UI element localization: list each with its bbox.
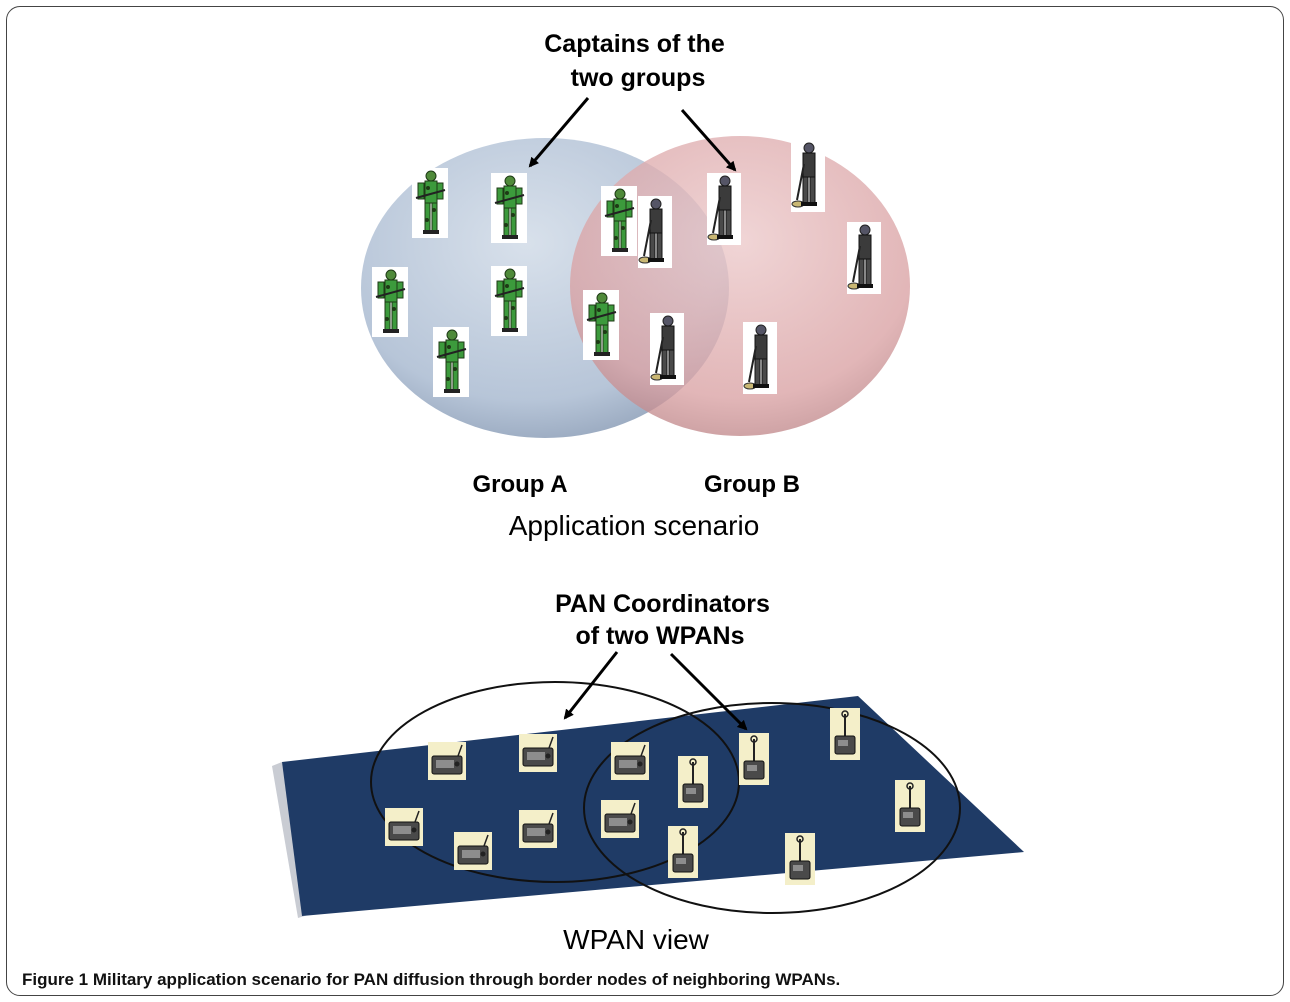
wpan-b-boundary	[583, 702, 961, 914]
radio-transceiver-icon	[427, 741, 467, 781]
application-scenario: Captains of the two groups Group A Group…	[361, 30, 910, 541]
coordinators-label-line-1: PAN Coordinators	[555, 590, 770, 618]
captain-arrow-a	[528, 97, 590, 168]
radio-transceiver-icon	[600, 799, 640, 839]
radio-transceiver-icon	[518, 733, 558, 773]
radio-transceiver-icon	[518, 809, 558, 849]
wpan-view: PAN Coordinators of two WPANs WPAN view	[272, 590, 1024, 955]
detector-sensor-icon	[829, 707, 861, 761]
coordinator-arrow-b	[669, 652, 748, 731]
captains-label: Captains of the two groups	[544, 30, 732, 92]
soldier-metal-detector-icon	[742, 321, 778, 395]
radio-transceiver-icon	[384, 807, 424, 847]
soldier-camouflage-icon	[371, 266, 409, 338]
soldier-camouflage-icon	[600, 185, 638, 257]
soldier-camouflage-icon	[582, 289, 620, 361]
group-a-label: Group A	[472, 471, 567, 498]
figure-number: Figure 1	[22, 970, 89, 989]
captain-arrow-b	[680, 109, 737, 172]
wpan-view-subtitle: WPAN view	[563, 924, 709, 955]
detector-sensor-icon	[784, 832, 816, 886]
figure-frame	[6, 6, 1284, 996]
soldier-metal-detector-icon	[790, 139, 826, 213]
soldier-camouflage-icon	[490, 265, 528, 337]
detector-sensor-icon	[738, 732, 770, 786]
detector-sensor-icon	[667, 825, 699, 879]
soldier-camouflage-icon	[490, 172, 528, 244]
captains-label-line-2: two groups	[571, 64, 706, 92]
group-b-label: Group B	[704, 471, 800, 498]
coordinators-label: PAN Coordinators of two WPANs	[555, 590, 777, 650]
detector-sensor-icon	[677, 755, 709, 809]
figure-caption-text: Military application scenario for PAN di…	[92, 970, 841, 989]
radio-transceiver-icon	[610, 741, 650, 781]
application-scenario-subtitle: Application scenario	[509, 510, 760, 541]
soldier-metal-detector-icon	[649, 312, 685, 386]
soldier-camouflage-icon	[432, 326, 470, 398]
radio-transceiver-icon	[453, 831, 493, 871]
figure-caption: Figure 1 Military application scenario f…	[22, 970, 840, 990]
coordinator-arrow-a	[563, 651, 619, 720]
coordinators-label-line-2: of two WPANs	[576, 622, 745, 650]
soldier-metal-detector-icon	[706, 172, 742, 246]
detector-sensor-icon	[894, 779, 926, 833]
soldier-metal-detector-icon	[846, 221, 882, 295]
soldier-camouflage-icon	[411, 167, 449, 239]
captains-label-line-1: Captains of the	[544, 30, 725, 58]
soldier-metal-detector-icon	[637, 195, 673, 269]
